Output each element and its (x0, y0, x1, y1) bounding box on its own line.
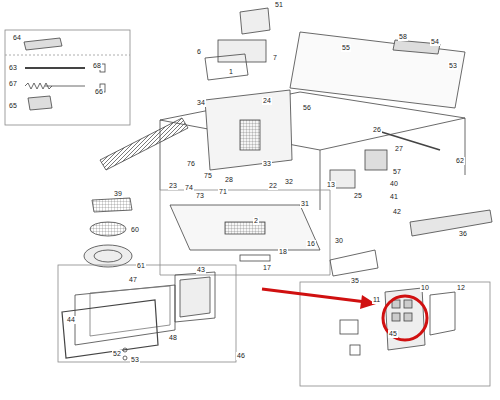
callout-number: 39 (113, 190, 123, 198)
callout-number: 67 (8, 80, 18, 88)
callout-number: 43 (196, 266, 206, 274)
callout-number: 11 (372, 296, 381, 304)
callout-number: 35 (350, 277, 360, 285)
callout-number: 62 (455, 157, 465, 165)
callout-number: 32 (284, 178, 294, 186)
callout-number: 68 (92, 62, 102, 70)
callout-number: 53 (130, 356, 140, 364)
callout-number: 42 (392, 208, 402, 216)
callout-number: 74 (184, 184, 194, 192)
callout-number: 53 (448, 62, 458, 70)
callout-number: 51 (274, 1, 284, 9)
callout-number: 27 (394, 145, 404, 153)
callout-number: 31 (300, 200, 310, 208)
callout-number: 58 (398, 33, 408, 41)
callout-number: 45 (388, 330, 398, 338)
callout-number: 60 (130, 226, 140, 234)
callout-number: 2 (253, 217, 259, 225)
callout-number: 7 (272, 54, 278, 62)
callout-number: 44 (66, 316, 76, 324)
callout-number: 65 (8, 102, 18, 110)
callout-number: 30 (334, 237, 344, 245)
callout-number: 41 (389, 193, 399, 201)
callout-number: 10 (420, 284, 430, 292)
callout-number: 33 (262, 160, 272, 168)
callout-number: 1 (228, 68, 234, 76)
callout-number: 18 (278, 248, 288, 256)
callout-number: 25 (353, 192, 363, 200)
callout-number: 36 (458, 230, 468, 238)
callout-number: 52 (112, 350, 122, 358)
callout-number: 24 (262, 97, 272, 105)
callout-number: 64 (12, 34, 22, 42)
callout-number: 46 (236, 352, 246, 360)
callout-number: 73 (195, 192, 205, 200)
callout-number: 57 (392, 168, 402, 176)
callout-number: 54 (430, 38, 440, 46)
callout-number: 16 (306, 240, 316, 248)
callout-number: 55 (341, 44, 351, 52)
callout-number: 71 (218, 188, 228, 196)
callout-number: 76 (186, 160, 196, 168)
callout-number: 26 (372, 126, 382, 134)
callout-number: 17 (262, 264, 272, 272)
callout-number: 56 (302, 104, 312, 112)
callout-number: 66 (94, 88, 104, 96)
callout-number: 48 (168, 334, 178, 342)
callout-number: 75 (203, 172, 213, 180)
callout-number: 12 (456, 284, 466, 292)
callout-number: 61 (136, 262, 146, 270)
callout-number: 47 (128, 276, 138, 284)
callout-number: 28 (224, 176, 234, 184)
callout-number: 34 (196, 99, 206, 107)
callout-number: 63 (8, 64, 18, 72)
callout-number: 40 (389, 180, 399, 188)
callout-number: 23 (168, 182, 178, 190)
callout-number: 22 (268, 182, 278, 190)
callout-number: 13 (326, 181, 336, 189)
callout-number: 6 (196, 48, 202, 56)
